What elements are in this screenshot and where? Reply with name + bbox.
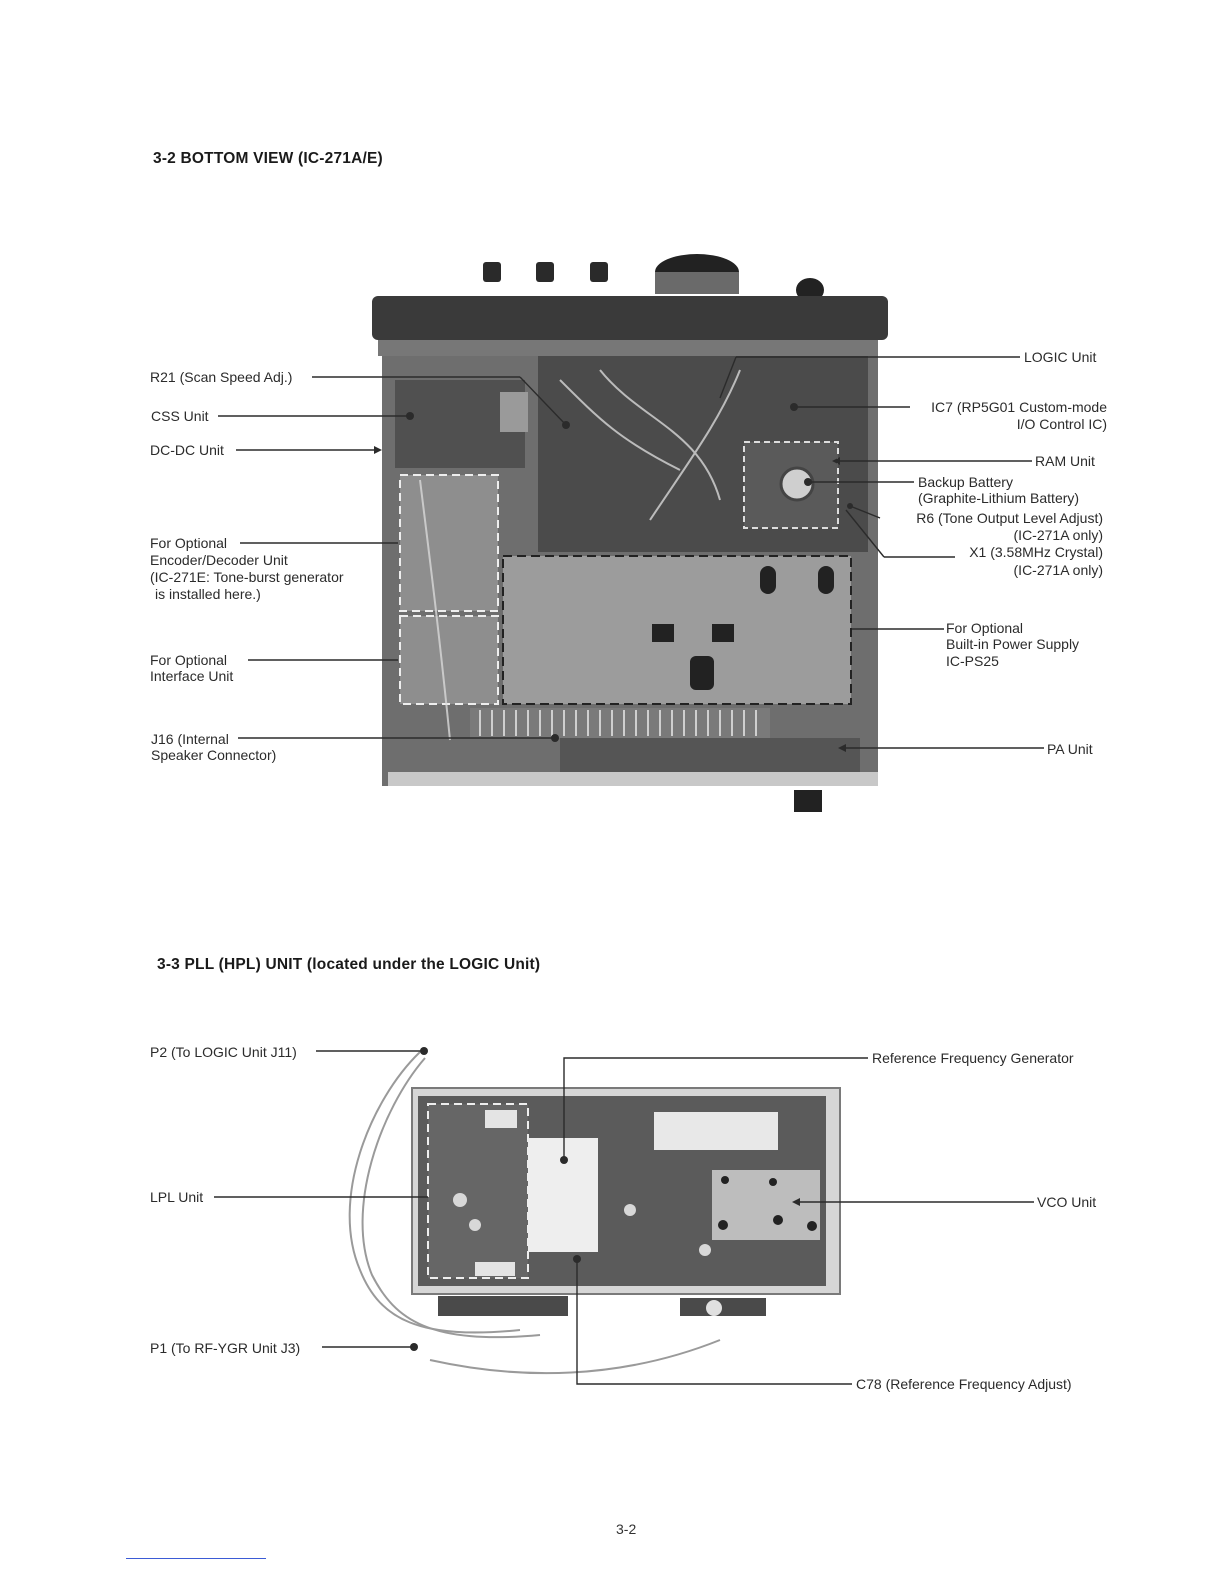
label-c78-reference-adjust: C78 (Reference Frequency Adjust) bbox=[856, 1376, 1072, 1392]
label-x1-line2: (IC-271A only) bbox=[1013, 562, 1103, 578]
label-p1-to-rf-ygr: P1 (To RF-YGR Unit J3) bbox=[150, 1340, 301, 1356]
label-encoder-line2: Encoder/Decoder Unit bbox=[150, 552, 288, 568]
label-power-supply-line3: IC-PS25 bbox=[946, 653, 999, 669]
section-heading-bottom-view: 3-2 BOTTOM VIEW (IC-271A/E) bbox=[153, 150, 383, 167]
bottom-link-underline bbox=[126, 1558, 266, 1559]
label-dc-dc-unit: DC-DC Unit bbox=[150, 442, 224, 458]
label-lpl-unit: LPL Unit bbox=[150, 1189, 204, 1205]
label-r21-scan-speed: R21 (Scan Speed Adj.) bbox=[150, 369, 293, 385]
label-ic7-line2: I/O Control IC) bbox=[1016, 416, 1107, 432]
label-r6-line1: R6 (Tone Output Level Adjust) bbox=[916, 510, 1103, 526]
label-x1-line1: X1 (3.58MHz Crystal) bbox=[969, 544, 1103, 560]
section-heading-pll-unit: 3-3 PLL (HPL) UNIT (located under the LO… bbox=[157, 956, 541, 973]
label-encoder-line3: (IC-271E: Tone-burst generator bbox=[150, 569, 344, 585]
label-encoder-line1: For Optional bbox=[150, 535, 228, 551]
label-pa-unit: PA Unit bbox=[1047, 741, 1093, 757]
label-backup-battery-line2: (Graphite-Lithium Battery) bbox=[918, 490, 1080, 506]
label-backup-battery-line1: Backup Battery bbox=[918, 474, 1013, 490]
label-ram-unit: RAM Unit bbox=[1035, 453, 1095, 469]
label-j16-line2: Speaker Connector) bbox=[151, 747, 277, 763]
label-logic-unit: LOGIC Unit bbox=[1024, 349, 1097, 365]
label-r6-line2: (IC-271A only) bbox=[1013, 527, 1103, 543]
label-interface-line2: Interface Unit bbox=[150, 668, 234, 684]
page-number: 3-2 bbox=[616, 1521, 637, 1537]
label-reference-frequency-generator: Reference Frequency Generator bbox=[872, 1050, 1074, 1066]
label-power-supply-line2: Built-in Power Supply bbox=[946, 636, 1080, 652]
label-j16-line1: J16 (Internal bbox=[151, 731, 229, 747]
label-vco-unit: VCO Unit bbox=[1037, 1194, 1097, 1210]
label-ic7-line1: IC7 (RP5G01 Custom-mode bbox=[931, 399, 1107, 415]
label-p2-to-logic: P2 (To LOGIC Unit J11) bbox=[150, 1044, 297, 1060]
label-css-unit: CSS Unit bbox=[151, 408, 209, 424]
label-encoder-line4: is installed here.) bbox=[155, 586, 261, 602]
label-interface-line1: For Optional bbox=[150, 652, 228, 668]
label-power-supply-line1: For Optional bbox=[946, 620, 1024, 636]
